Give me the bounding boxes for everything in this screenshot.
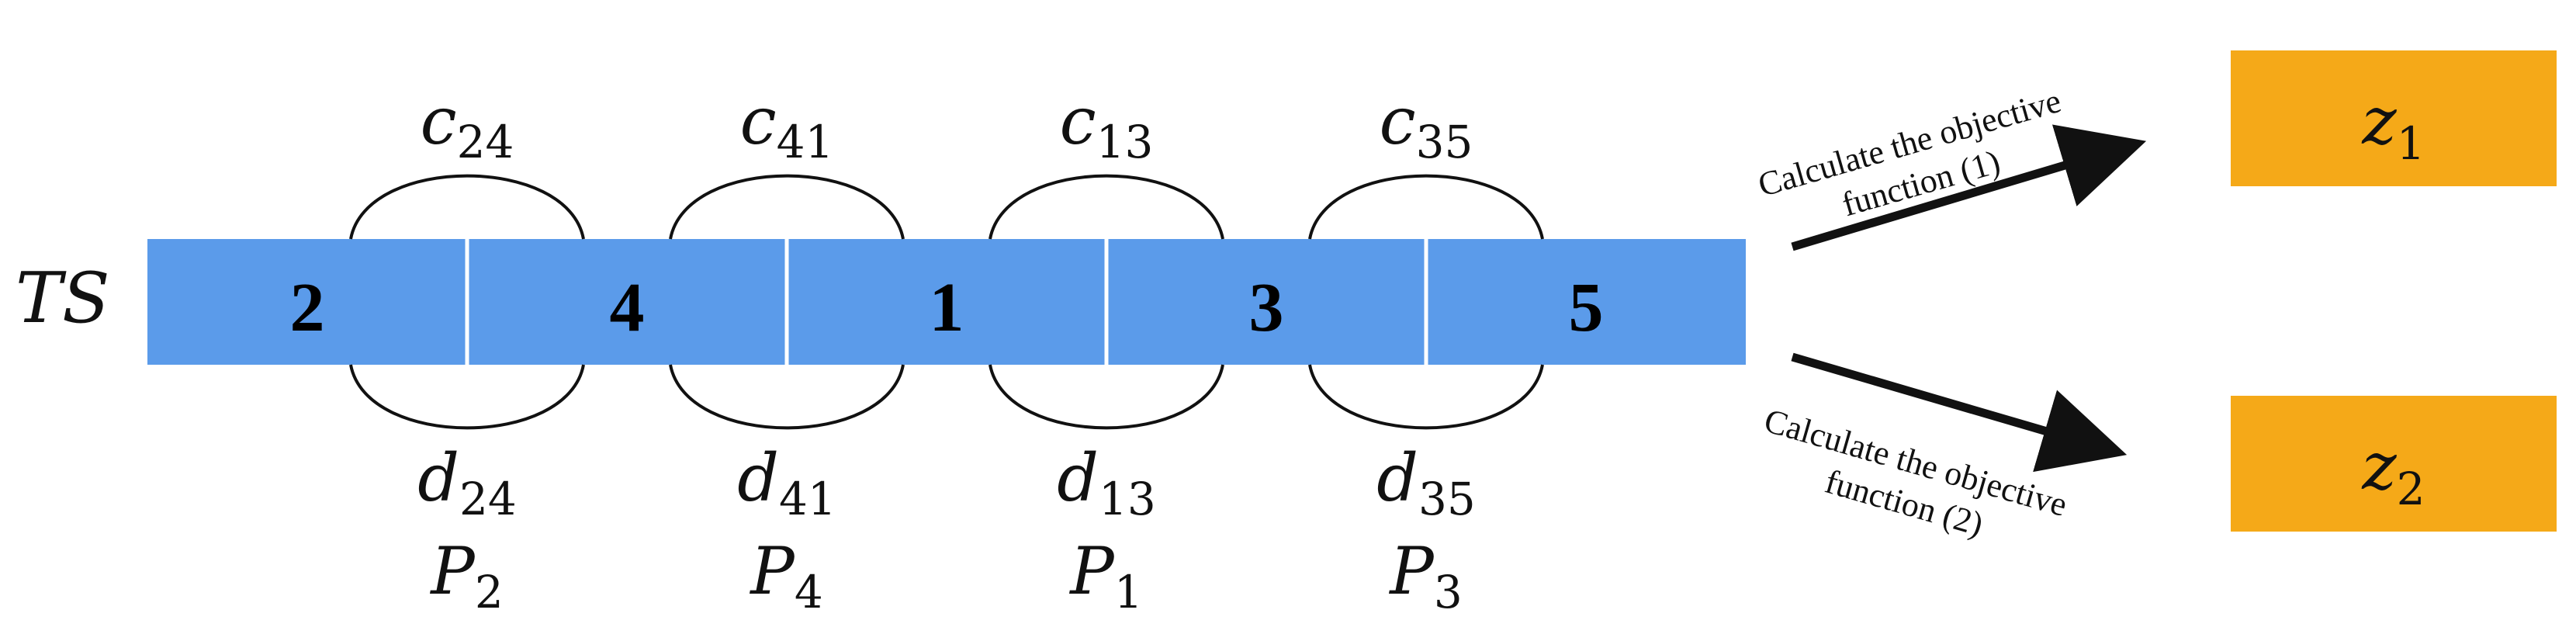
- upper-link-label: c35: [1380, 83, 1473, 168]
- sequence-bar: 2 4 1 3 5: [147, 239, 1746, 365]
- sequence-cell-value: 3: [1249, 269, 1284, 346]
- sequence-cell: [467, 239, 787, 365]
- output-z2-symbol: z: [2361, 428, 2397, 504]
- upper-link-sub: 24: [457, 116, 514, 168]
- sequence-cell-value: 4: [610, 269, 645, 346]
- sequence-cell: [1106, 239, 1426, 365]
- priority-sub: 4: [795, 566, 823, 618]
- output-z2-sub: 2: [2397, 463, 2425, 515]
- lower-arc: [349, 364, 585, 430]
- priority-symbol: P: [429, 533, 476, 609]
- sequence-cell-value: 2: [290, 269, 325, 346]
- lower-link-label: d35: [1376, 440, 1476, 525]
- arrow-objective-2: [1791, 352, 2128, 473]
- upper-arc: [989, 174, 1224, 240]
- upper-link-symbol: c: [1060, 83, 1096, 159]
- lower-link-symbol: d: [737, 440, 779, 516]
- lower-link-symbol: d: [1376, 440, 1418, 516]
- lower-arc: [989, 364, 1224, 430]
- sequence-cell-value: 5: [1569, 269, 1604, 346]
- output-z1-sub: 1: [2397, 117, 2425, 170]
- priority-symbol: P: [1068, 533, 1115, 609]
- lower-link-symbol: d: [417, 440, 459, 516]
- output-box-z1: [2231, 50, 2557, 186]
- lower-arc: [1308, 364, 1544, 430]
- output-label-z2: z2: [2361, 428, 2425, 515]
- priority-label: P3: [1388, 533, 1462, 618]
- priority-sub: 2: [475, 566, 504, 618]
- upper-arcs: [349, 174, 1544, 240]
- sequence-cell: [1426, 239, 1746, 365]
- sequence-label: TS: [16, 258, 110, 339]
- lower-link-label: d41: [737, 440, 836, 525]
- sequence-cell-value: 1: [930, 269, 964, 346]
- upper-link-label: c24: [421, 83, 514, 168]
- output-box-z2: [2231, 396, 2557, 532]
- upper-link-symbol: c: [1380, 83, 1416, 159]
- lower-arc: [669, 364, 905, 430]
- upper-link-symbol: c: [421, 83, 457, 159]
- sequence-cell: [787, 239, 1106, 365]
- priority-sub: 1: [1114, 566, 1143, 618]
- priority-label: P1: [1068, 533, 1142, 618]
- upper-link-sub: 35: [1416, 116, 1473, 168]
- lower-link-label: d13: [1057, 440, 1156, 525]
- priority-label: P2: [429, 533, 503, 618]
- priority-label: P4: [749, 533, 822, 618]
- priority-symbol: P: [1388, 533, 1435, 609]
- lower-link-sub: 24: [459, 473, 517, 525]
- output-label-z1: z1: [2361, 83, 2425, 170]
- arrow-objective-1: [1791, 124, 2147, 251]
- upper-link-label: c41: [740, 83, 834, 168]
- lower-link-sub: 13: [1099, 473, 1156, 525]
- output-z1-symbol: z: [2361, 83, 2397, 159]
- sequence-cell: [147, 239, 467, 365]
- lower-arcs: [349, 364, 1544, 430]
- arrow-note-1: Calculate the objective function (1): [1754, 81, 2065, 223]
- lower-link-label: d24: [417, 440, 517, 525]
- upper-link-sub: 41: [777, 116, 834, 168]
- lower-link-sub: 41: [779, 473, 836, 525]
- upper-arc: [669, 174, 905, 240]
- lower-link-sub: 35: [1418, 473, 1476, 525]
- lower-link-symbol: d: [1057, 440, 1099, 516]
- upper-link-label: c13: [1060, 83, 1154, 168]
- upper-link-symbol: c: [740, 83, 777, 159]
- upper-arc: [349, 174, 585, 240]
- upper-link-sub: 13: [1096, 116, 1154, 168]
- priority-symbol: P: [749, 533, 795, 609]
- upper-arc: [1308, 174, 1544, 240]
- priority-sub: 3: [1434, 566, 1463, 618]
